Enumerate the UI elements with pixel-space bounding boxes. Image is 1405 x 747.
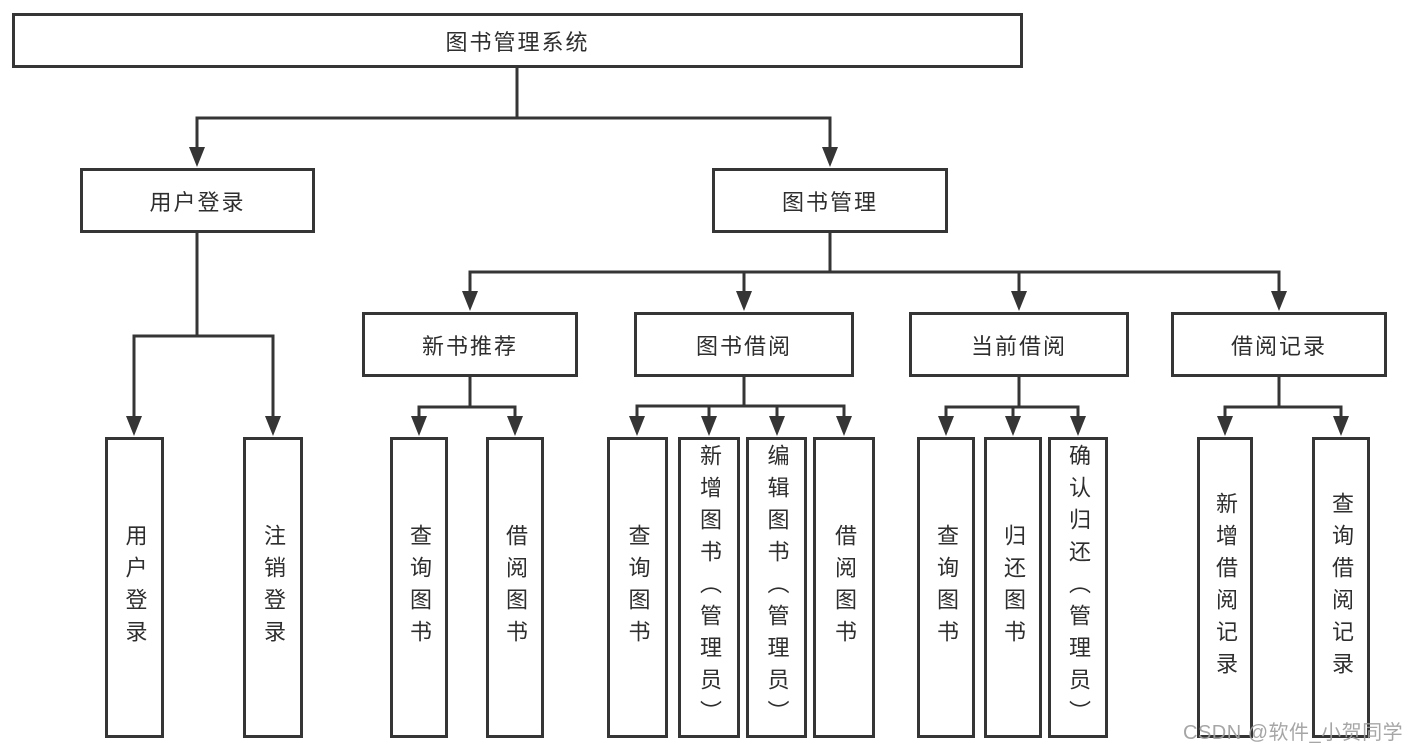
connector-book-borrow-children bbox=[629, 375, 852, 436]
arrowhead-down-icon bbox=[1217, 416, 1233, 436]
connector-user-login-children bbox=[126, 231, 281, 436]
arrowhead-down-icon bbox=[265, 416, 281, 436]
connector-current-borrow-children bbox=[938, 375, 1086, 436]
leaf-current-query-books: 查询图书 bbox=[917, 437, 975, 738]
node-label: 当前借阅 bbox=[970, 333, 1067, 359]
node-label: 图书借阅 bbox=[695, 333, 792, 359]
connector-new-book-children bbox=[411, 375, 523, 436]
node-label: 图书管理系统 bbox=[445, 29, 590, 55]
arrowhead-down-icon bbox=[836, 416, 852, 436]
leaf-confirm-return-admin: 确认归还（管理员） bbox=[1048, 437, 1108, 738]
node-label: 新增借阅记录 bbox=[1213, 491, 1238, 684]
leaf-logout: 注销登录 bbox=[243, 437, 303, 738]
arrowhead-down-icon bbox=[701, 416, 717, 436]
node-book-borrowing: 图书借阅 bbox=[634, 312, 854, 377]
arrowhead-down-icon bbox=[822, 147, 838, 167]
arrowhead-down-icon bbox=[1011, 291, 1027, 311]
arrowhead-down-icon bbox=[938, 416, 954, 436]
node-label: 用户登录 bbox=[122, 523, 148, 652]
node-label: 借阅图书 bbox=[832, 523, 857, 652]
node-label: 注销登录 bbox=[261, 523, 286, 652]
arrowhead-down-icon bbox=[629, 416, 645, 436]
arrowhead-down-icon bbox=[769, 416, 785, 436]
arrowhead-down-icon bbox=[1005, 416, 1021, 436]
leaf-newbook-borrow-books: 借阅图书 bbox=[486, 437, 544, 738]
connector-root-to-level2 bbox=[189, 66, 838, 167]
node-label: 查询图书 bbox=[625, 523, 651, 652]
node-label: 查询图书 bbox=[407, 523, 432, 652]
node-label: 借阅记录 bbox=[1230, 333, 1327, 359]
node-label: 用户登录 bbox=[149, 189, 246, 215]
node-label: 归还图书 bbox=[1001, 523, 1026, 652]
node-label: 编辑图书（管理员） bbox=[764, 443, 790, 732]
node-library-management-system: 图书管理系统 bbox=[12, 13, 1023, 68]
node-label: 确认归还（管理员） bbox=[1066, 443, 1091, 732]
leaf-add-borrow-record: 新增借阅记录 bbox=[1197, 437, 1253, 738]
node-new-book-recommendation: 新书推荐 bbox=[362, 312, 578, 377]
arrowhead-down-icon bbox=[1333, 416, 1349, 436]
arrowhead-down-icon bbox=[1070, 416, 1086, 436]
leaf-query-borrow-record: 查询借阅记录 bbox=[1312, 437, 1370, 738]
arrowhead-down-icon bbox=[189, 147, 205, 167]
leaf-borrow-borrow-books: 借阅图书 bbox=[813, 437, 875, 738]
node-borrowing-records: 借阅记录 bbox=[1171, 312, 1387, 377]
node-label: 图书管理 bbox=[781, 189, 878, 215]
arrowhead-down-icon bbox=[736, 291, 752, 311]
node-label: 新增图书（管理员） bbox=[697, 443, 722, 732]
connector-borrow-records-children bbox=[1217, 375, 1349, 436]
leaf-newbook-query-books: 查询图书 bbox=[390, 437, 448, 738]
arrowhead-down-icon bbox=[1271, 291, 1287, 311]
leaf-user-login: 用户登录 bbox=[105, 437, 164, 738]
connector-book-management-children bbox=[462, 231, 1287, 311]
leaf-add-book-admin: 新增图书（管理员） bbox=[678, 437, 740, 738]
leaf-return-books: 归还图书 bbox=[984, 437, 1042, 738]
leaf-borrow-query-books: 查询图书 bbox=[607, 437, 668, 738]
node-current-borrowing: 当前借阅 bbox=[909, 312, 1129, 377]
node-book-management: 图书管理 bbox=[712, 168, 948, 233]
node-label: 借阅图书 bbox=[503, 523, 528, 652]
node-label: 查询图书 bbox=[934, 523, 959, 652]
arrowhead-down-icon bbox=[126, 416, 142, 436]
arrowhead-down-icon bbox=[411, 416, 427, 436]
node-label: 查询借阅记录 bbox=[1329, 491, 1354, 684]
leaf-edit-book-admin: 编辑图书（管理员） bbox=[746, 437, 807, 738]
csdn-watermark: CSDN @软件_小贺同学 bbox=[1183, 722, 1404, 744]
arrowhead-down-icon bbox=[462, 291, 478, 311]
arrowhead-down-icon bbox=[507, 416, 523, 436]
node-user-login: 用户登录 bbox=[80, 168, 315, 233]
node-label: 新书推荐 bbox=[421, 333, 518, 359]
